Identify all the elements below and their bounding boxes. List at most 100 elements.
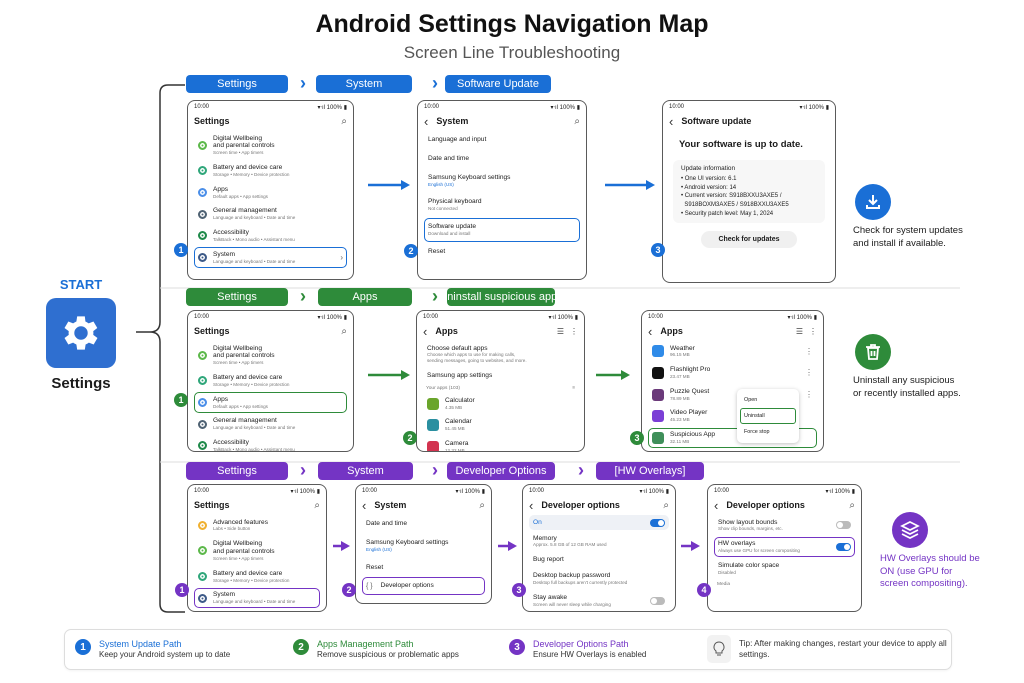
status-battery: ▾ᐧıl 100% ▮ — [290, 489, 320, 495]
back-icon[interactable]: ‹ — [362, 497, 367, 513]
item-subtitle: Default apps • App settings — [213, 193, 268, 199]
gear-icon[interactable] — [46, 298, 116, 368]
back-icon[interactable]: ‹ — [714, 497, 719, 513]
item-title: Suspicious App — [670, 431, 716, 439]
breadcrumb-hw-overlays[interactable]: [HW Overlays] — [596, 462, 704, 480]
menu-item-uninstall[interactable]: Uninstall — [740, 408, 796, 424]
more-icon[interactable]: ⋮ — [570, 326, 578, 336]
status-bar: 10:00▾ᐧıl 100% ▮ — [669, 104, 829, 113]
check-for-updates-button[interactable]: Check for updates — [701, 231, 797, 249]
breadcrumb-settings[interactable]: Settings — [186, 288, 288, 306]
toggle-switch[interactable] — [836, 542, 851, 551]
search-icon[interactable]: ⌕ — [479, 499, 485, 511]
breadcrumb-settings[interactable]: Settings — [186, 462, 288, 480]
back-icon[interactable]: ‹ — [423, 323, 428, 339]
list-item-reset[interactable]: Reset — [362, 559, 485, 577]
more-icon[interactable]: ⋮ — [805, 390, 813, 400]
step-badge: 2 — [404, 244, 418, 258]
item-subtitle: Approx. 5.8 GB of 12 GB RAM used — [533, 542, 607, 548]
more-icon[interactable]: ⋮ — [805, 368, 813, 378]
breadcrumb-settings[interactable]: Settings — [186, 75, 288, 93]
status-bar: 10:00▾ᐧıl 100% ▮ — [424, 104, 580, 113]
toggle-switch[interactable] — [836, 521, 851, 530]
back-icon[interactable]: ‹ — [648, 323, 653, 339]
advanced-icon — [198, 520, 207, 530]
search-icon[interactable]: ⌕ — [341, 325, 347, 337]
list-item-bug-report[interactable]: Bug report — [529, 553, 669, 568]
list-item-date-and-time[interactable]: Date and time — [424, 150, 580, 168]
list-item-reset[interactable]: Reset — [424, 243, 580, 261]
item-title: Flashlight Pro — [670, 366, 711, 374]
search-icon[interactable]: ⌕ — [341, 115, 347, 127]
step-badge: 1 — [174, 393, 188, 407]
back-icon[interactable]: ‹ — [529, 497, 534, 513]
filter-icon[interactable]: ☰ — [556, 326, 564, 336]
breadcrumb-system[interactable]: System — [316, 75, 412, 93]
search-icon[interactable]: ⌕ — [314, 499, 320, 511]
back-icon[interactable]: ‹ — [424, 113, 429, 129]
screen-title: Apps — [660, 326, 683, 336]
list-item-developer-options[interactable]: { }Developer options — [362, 577, 485, 596]
item-title: General management — [213, 417, 277, 425]
list-item-samsung-app-settings[interactable]: Samsung app settings — [423, 368, 578, 383]
search-icon[interactable]: ⌕ — [663, 499, 669, 511]
breadcrumb-uninstall-suspicious-apps[interactable]: [Uninstall suspicious apps] — [436, 288, 566, 306]
more-icon[interactable]: ⋮ — [809, 326, 817, 336]
battery-text: 100% — [326, 105, 343, 111]
breadcrumb-software-update[interactable]: Software Update — [445, 75, 551, 93]
item-subtitle: Language and keyboard • Date and time — [213, 599, 296, 605]
toggle-switch[interactable] — [650, 596, 665, 605]
more-icon[interactable]: ⋮ — [805, 346, 813, 356]
filter-icon[interactable]: ☰ — [795, 326, 803, 336]
list-item-language-and-input[interactable]: Language and input — [424, 131, 580, 149]
back-icon[interactable]: ‹ — [669, 113, 674, 129]
search-icon[interactable]: ⌕ — [849, 499, 855, 511]
search-icon[interactable]: ⌕ — [574, 115, 580, 127]
breadcrumb-system[interactable]: System — [318, 462, 413, 480]
toggle-switch[interactable] — [650, 518, 665, 527]
menu-item-force-stop[interactable]: Force stop — [744, 429, 770, 435]
sort-icon[interactable]: ≡ — [572, 386, 575, 392]
menu-item-open[interactable]: Open — [744, 397, 758, 403]
list-item-on[interactable]: On — [529, 515, 669, 530]
breadcrumb-developer-options[interactable]: Developer Options — [447, 462, 555, 480]
list-item-date-and-time[interactable]: Date and time — [362, 515, 485, 533]
breadcrumb-apps[interactable]: Apps — [318, 288, 412, 306]
